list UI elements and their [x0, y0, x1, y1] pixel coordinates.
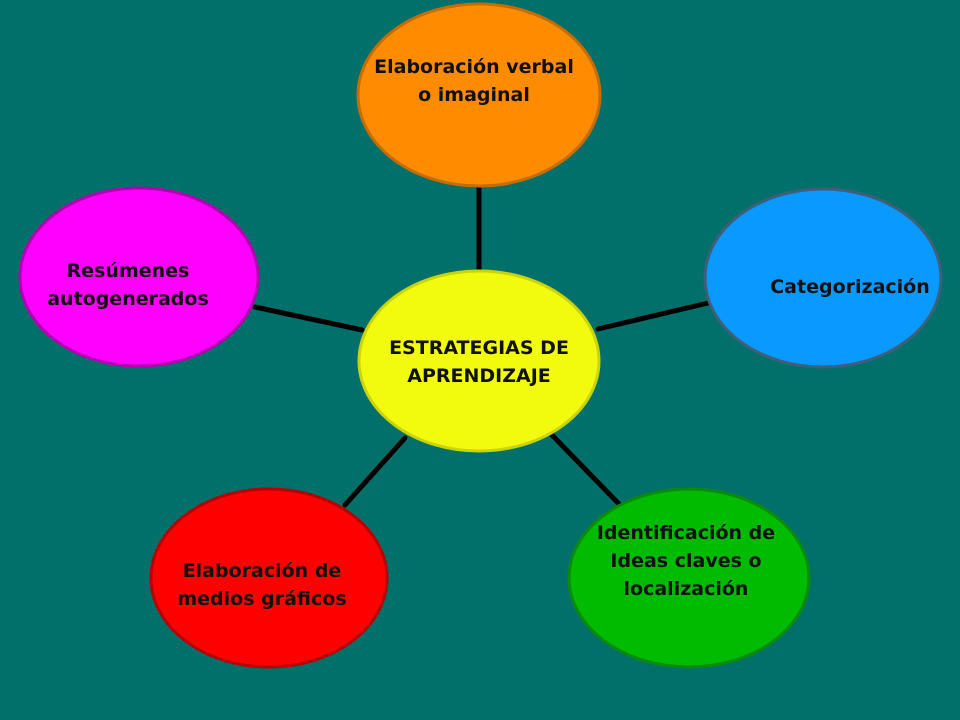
node-resumenes: Resúmenes autogenerados [18, 186, 260, 368]
connector-elaboracion-medios [342, 435, 408, 508]
node-categorizacion-label: Categorización [770, 276, 930, 298]
center-node-shape [357, 269, 601, 453]
node-elaboracion-medios-label: Elaboración de medios gráficos [177, 560, 346, 610]
node-categorizacion-label-line: Categorización [770, 276, 930, 298]
node-resumenes-label-line: Resúmenes [67, 260, 190, 282]
node-elaboracion-verbal-shape [356, 2, 602, 188]
node-categorizacion-shape [703, 187, 943, 369]
node-resumenes-label-line: autogenerados [47, 288, 209, 310]
node-elaboracion-medios-label-line: medios gráficos [177, 588, 346, 610]
node-resumenes-shape [18, 186, 260, 368]
node-identificacion-ideas-shape [567, 487, 811, 669]
node-identificacion-ideas-label-line: Ideas claves o [610, 550, 761, 572]
connector-identificacion-ideas [547, 430, 623, 508]
node-elaboracion-medios: Elaboración de medios gráficos [149, 487, 389, 669]
node-elaboracion-verbal-label-line: o imaginal [418, 84, 530, 106]
node-resumenes-label: Resúmenes autogenerados [47, 260, 209, 310]
node-identificacion-ideas-label-line: Identificación de [597, 522, 775, 544]
node-identificacion-ideas-label: Identificación de Ideas claves o localizac… [597, 522, 775, 600]
node-identificacion-ideas-label-line: localización [624, 578, 749, 600]
node-elaboracion-medios-label-line: Elaboración de [183, 560, 342, 582]
center-node: ESTRATEGIAS DE APRENDIZAJE [357, 269, 601, 453]
node-elaboracion-verbal-label-line: Elaboración verbal [374, 56, 574, 78]
center-node-label-line: ESTRATEGIAS DE [389, 337, 569, 359]
node-elaboracion-medios-shape [149, 487, 389, 669]
center-node-label-line: APRENDIZAJE [407, 365, 551, 387]
node-elaboracion-verbal-label: Elaboración verbal o imaginal [374, 56, 574, 106]
connectors [252, 179, 711, 508]
center-node-label: ESTRATEGIAS DE APRENDIZAJE [389, 337, 569, 387]
node-categorizacion: Categorización [703, 187, 943, 369]
connector-categorizacion [595, 300, 711, 332]
connector-resumenes [252, 304, 365, 333]
nodes: Elaboración verbal o imaginalCategorizaci… [18, 2, 943, 669]
node-elaboracion-verbal: Elaboración verbal o imaginal [356, 2, 602, 188]
node-identificacion-ideas: Identificación de Ideas claves o localizac… [567, 487, 811, 669]
